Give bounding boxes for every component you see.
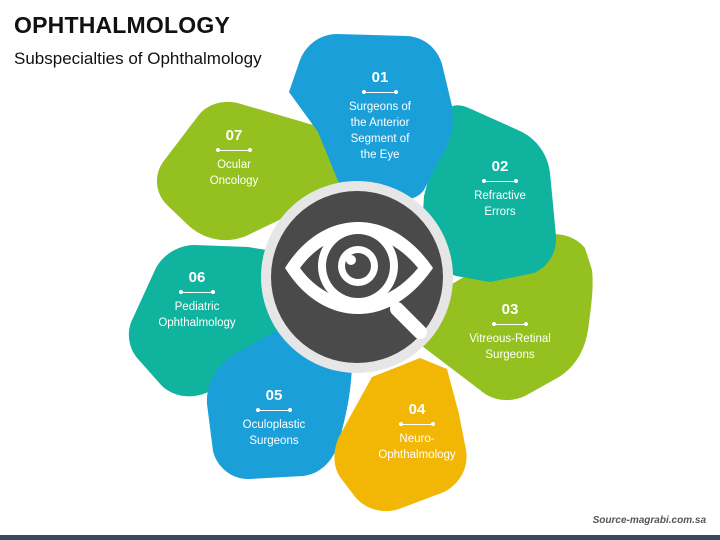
petal-05-label: 05 Oculoplastic Surgeons xyxy=(224,387,324,449)
petal-shapes xyxy=(128,34,593,512)
petal-text: Neuro- Ophthalmology xyxy=(367,431,467,463)
petal-line: Ophthalmology xyxy=(158,317,236,329)
petal-line: Vitreous-Retinal xyxy=(469,333,551,345)
footer-bar xyxy=(0,535,720,540)
petal-line: Oculoplastic xyxy=(242,419,306,431)
petal-07-label: 07 Ocular Oncology xyxy=(184,127,284,189)
divider-icon xyxy=(361,89,399,95)
petal-number: 07 xyxy=(225,127,243,144)
petal-number: 04 xyxy=(408,401,426,418)
divider-icon xyxy=(178,289,216,295)
petal-number: 03 xyxy=(501,301,519,318)
petal-01-shape xyxy=(289,34,453,200)
petal-line: Oncology xyxy=(209,175,259,187)
petal-line: Surgeons xyxy=(485,349,535,361)
divider-icon xyxy=(215,147,253,153)
petal-03-shape xyxy=(422,234,593,401)
petal-number: 06 xyxy=(188,269,206,286)
divider-icon xyxy=(491,321,529,327)
petal-line: Surgeons xyxy=(249,435,299,447)
petal-06-label: 06 Pediatric Ophthalmology xyxy=(142,269,252,331)
petal-03-label: 03 Vitreous-Retinal Surgeons xyxy=(455,301,565,363)
page-subtitle: Subspecialties of Ophthalmology xyxy=(14,49,262,68)
source-credit: Source-magrabi.com.sa xyxy=(592,515,706,526)
petal-text: Ocular Oncology xyxy=(184,157,284,189)
petal-text: Refractive Errors xyxy=(450,188,550,220)
petal-05-shape xyxy=(206,331,352,480)
petal-line: the Anterior xyxy=(350,117,410,129)
petal-04-shape xyxy=(334,358,467,512)
divider-icon xyxy=(255,407,293,413)
petal-02-label: 02 Refractive Errors xyxy=(450,158,550,220)
petal-number: 02 xyxy=(491,158,509,175)
petal-line: Refractive xyxy=(474,190,526,202)
page-title: OPHTHALMOLOGY xyxy=(14,12,230,38)
petal-01-label: 01 Surgeons of the Anterior Segment of t… xyxy=(330,69,430,163)
petal-line: Errors xyxy=(484,206,516,218)
eye-magnifier-icon xyxy=(285,222,433,339)
petal-number: 01 xyxy=(371,69,389,86)
divider-icon xyxy=(398,421,436,427)
petal-02-shape xyxy=(420,105,557,282)
petal-line: the Eye xyxy=(360,149,400,161)
petal-04-label: 04 Neuro- Ophthalmology xyxy=(367,401,467,463)
petal-text: Pediatric Ophthalmology xyxy=(142,299,252,331)
petal-line: Surgeons of xyxy=(348,101,411,113)
petal-text: Surgeons of the Anterior Segment of the … xyxy=(330,99,430,163)
petal-text: Vitreous-Retinal Surgeons xyxy=(455,331,565,363)
center-hub xyxy=(261,181,453,373)
petal-text: Oculoplastic Surgeons xyxy=(224,417,324,449)
petal-line: Ocular xyxy=(217,159,251,171)
petal-line: Neuro- xyxy=(399,433,435,445)
divider-icon xyxy=(481,178,519,184)
petal-line: Pediatric xyxy=(174,301,220,313)
petal-number: 05 xyxy=(265,387,283,404)
petal-line: Ophthalmology xyxy=(378,449,456,461)
petal-line: Segment of xyxy=(350,133,410,145)
